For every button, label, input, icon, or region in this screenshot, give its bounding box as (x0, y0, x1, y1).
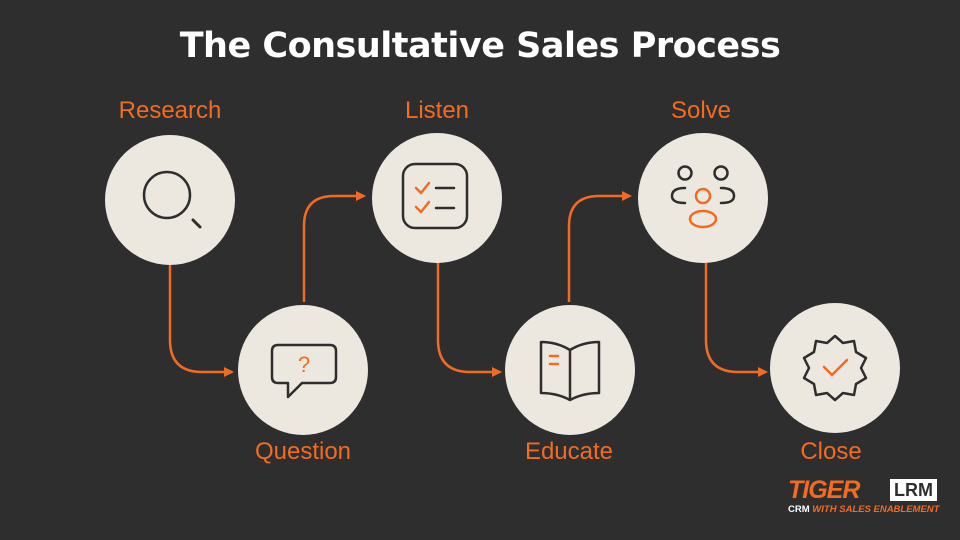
check-badge-icon (802, 334, 868, 402)
speech-bubble-question-icon: ? (270, 343, 338, 399)
logo-badge: LRM (890, 479, 937, 501)
connector-solve-close (704, 262, 768, 377)
connector-question-listen (302, 191, 366, 302)
step-node-close (770, 303, 900, 433)
page-title: The Consultative Sales Process (179, 26, 781, 66)
step-node-question: ? (238, 305, 368, 435)
open-book-icon (539, 340, 601, 402)
logo-tag-prefix: CRM (788, 504, 810, 515)
checklist-icon (401, 162, 469, 230)
logo-tag-accent: WITH SALES ENABLEMENT (812, 504, 940, 515)
step-label-listen: Listen (404, 97, 470, 124)
step-node-solve (638, 133, 768, 263)
step-label-solve: Solve (670, 97, 732, 124)
group-people-icon (670, 165, 736, 229)
svg-text:?: ? (298, 352, 310, 377)
logo-tagline: CRM WITH SALES ENABLEMENT (788, 504, 939, 515)
connector-educate-solve (567, 191, 632, 302)
magnifier-icon (142, 170, 202, 229)
connector-research-question (168, 262, 234, 377)
step-label-close: Close (800, 438, 862, 465)
connector-listen-educate (436, 262, 502, 377)
step-node-research (105, 135, 235, 265)
step-node-listen (372, 133, 502, 263)
tiger-lrm-logo: TIGER LRM CRM WITH SALES ENABLEMENT (786, 476, 948, 520)
step-label-question: Question (254, 438, 352, 465)
step-label-educate: Educate (524, 438, 614, 465)
step-label-research: Research (118, 97, 222, 124)
step-node-educate (505, 305, 635, 435)
logo-wordmark: TIGER (788, 476, 860, 504)
